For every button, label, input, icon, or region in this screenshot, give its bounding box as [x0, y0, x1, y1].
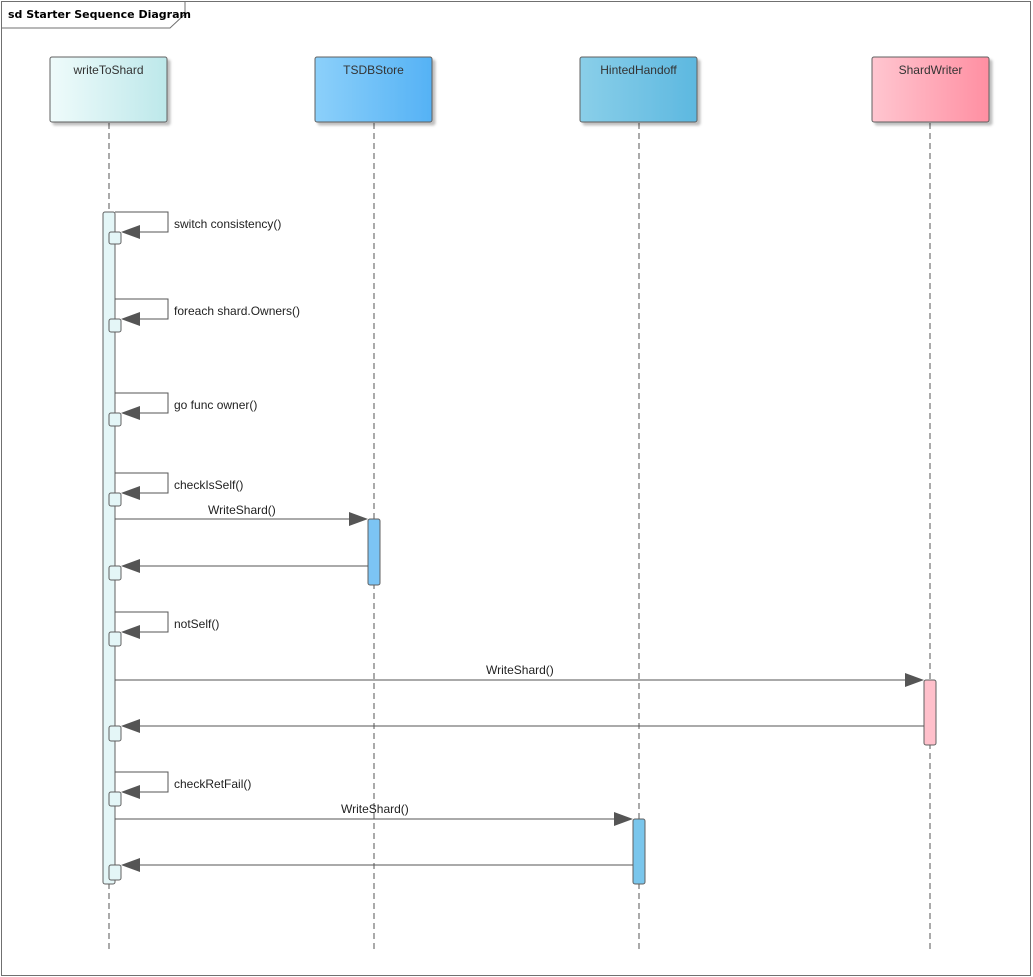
message-self-go-func-owner: go func owner() [115, 392, 257, 420]
message-self-foreach-owners: foreach shard.Owners() [115, 298, 300, 326]
message-call-tsdbstore-writeshard: WriteShard() [115, 503, 368, 526]
message-return-hintedhandoff [121, 858, 633, 872]
message-self-not-self: notSelf() [115, 611, 219, 639]
message-label: checkIsSelf() [174, 478, 243, 492]
message-label: notSelf() [174, 617, 219, 631]
arrowhead [614, 812, 633, 826]
participant-box-TSDBStore[interactable] [314, 56, 433, 123]
message-label: WriteShard() [208, 503, 276, 517]
arrowhead [349, 512, 368, 526]
return-activation-3 [108, 864, 122, 881]
message-label: go func owner() [174, 398, 257, 412]
message-label: WriteShard() [486, 663, 554, 677]
arrowhead [121, 785, 140, 799]
activation-ShardWriter [923, 679, 937, 746]
arrowhead [121, 625, 140, 639]
message-call-shardwriter-writeshard: WriteShard() [115, 663, 924, 687]
participant-TSDBStore: TSDBStore [314, 56, 433, 952]
arrowhead [121, 719, 140, 733]
participant-ShardWriter: ShardWriter [871, 56, 990, 952]
participant-label-TSDBStore: TSDBStore [343, 63, 404, 77]
arrowhead [121, 858, 140, 872]
message-return-tsdbstore [121, 559, 368, 573]
message-label: switch consistency() [174, 217, 281, 231]
activation-writeToShard [102, 211, 116, 885]
participant-label-HintedHandoff: HintedHandoff [600, 63, 677, 77]
participant-box-ShardWriter[interactable] [871, 56, 990, 123]
arrowhead [121, 312, 140, 326]
frame-title-tab [1, 1, 186, 29]
message-self-check-is-self: checkIsSelf() [115, 472, 243, 500]
participant-label-writeToShard: writeToShard [72, 63, 143, 77]
message-self-check-ret-fail: checkRetFail() [115, 771, 251, 799]
activation-HintedHandoff [632, 818, 646, 885]
participant-box-HintedHandoff[interactable] [579, 56, 698, 123]
message-label: foreach shard.Owners() [174, 304, 300, 318]
message-return-shardwriter [121, 719, 924, 733]
return-activation-2 [108, 725, 122, 742]
self-activation-5 [108, 631, 122, 647]
self-activation-4 [108, 492, 122, 507]
participant-label-ShardWriter: ShardWriter [899, 63, 963, 77]
message-label: checkRetFail() [174, 777, 251, 791]
message-self-switch-consistency: switch consistency() [115, 211, 281, 239]
arrowhead [121, 559, 140, 573]
self-activation-3 [108, 412, 122, 427]
participant-HintedHandoff: HintedHandoff [579, 56, 698, 952]
activation-TSDBStore [367, 518, 381, 586]
message-call-hintedhandoff-writeshard: WriteShard() [115, 802, 633, 826]
self-activation-2 [108, 318, 122, 333]
frame-title: sd Starter Sequence Diagram [8, 8, 191, 21]
arrowhead [905, 673, 924, 687]
arrowhead [121, 406, 140, 420]
return-activation-1 [108, 565, 122, 581]
message-label: WriteShard() [341, 802, 409, 816]
self-activation-1 [108, 231, 122, 245]
arrowhead [121, 225, 140, 239]
participant-box-writeToShard[interactable] [49, 56, 168, 123]
self-activation-6 [108, 791, 122, 807]
arrowhead [121, 486, 140, 500]
